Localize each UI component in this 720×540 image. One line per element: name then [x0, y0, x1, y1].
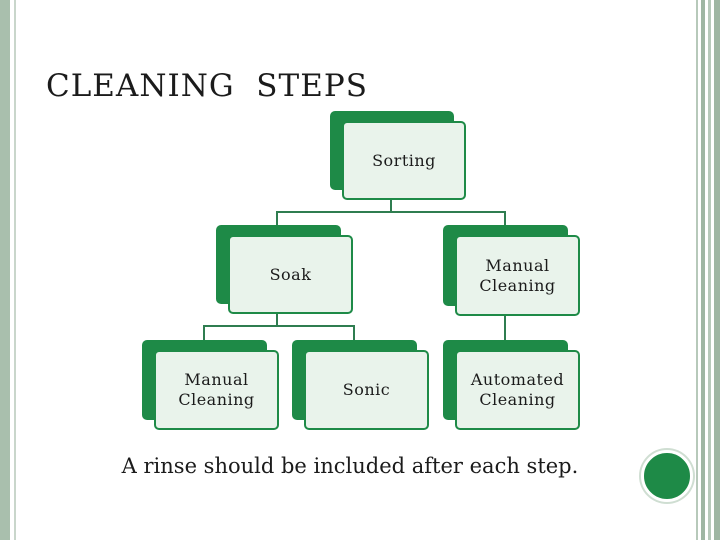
node-sorting-label: Sorting — [342, 121, 466, 200]
connector-root-bar — [276, 211, 506, 213]
slide-frame-right — [692, 0, 720, 540]
node-soak: Soak — [216, 225, 353, 314]
connector-to-manual-cleaning — [504, 211, 506, 227]
node-automated-cleaning-label: Automated Cleaning — [455, 350, 580, 430]
connector-to-automated-cleaning — [504, 316, 506, 342]
node-manual-cleaning-l2: Manual Cleaning — [443, 225, 580, 316]
connector-to-manual-cleaning-l3 — [203, 325, 205, 342]
connector-to-soak — [276, 211, 278, 227]
slide-title: CLEANING STEPS — [46, 68, 368, 104]
connector-soak-bar — [203, 325, 355, 327]
node-automated-cleaning: Automated Cleaning — [443, 340, 580, 430]
slide-decorative-circle — [641, 450, 693, 502]
node-manual-cleaning-l3-label: Manual Cleaning — [154, 350, 279, 430]
connector-soak-stem — [276, 314, 278, 327]
node-sonic: Sonic — [292, 340, 429, 430]
node-soak-label: Soak — [228, 235, 353, 314]
node-manual-cleaning-l3: Manual Cleaning — [142, 340, 279, 430]
connector-to-sonic — [353, 325, 355, 342]
node-sonic-label: Sonic — [304, 350, 429, 430]
connector-root-stem — [390, 200, 392, 213]
slide-frame-left — [0, 0, 16, 540]
node-sorting: Sorting — [330, 111, 466, 200]
slide-footer-text: A rinse should be included after each st… — [121, 454, 579, 478]
node-manual-cleaning-l2-label: Manual Cleaning — [455, 235, 580, 316]
